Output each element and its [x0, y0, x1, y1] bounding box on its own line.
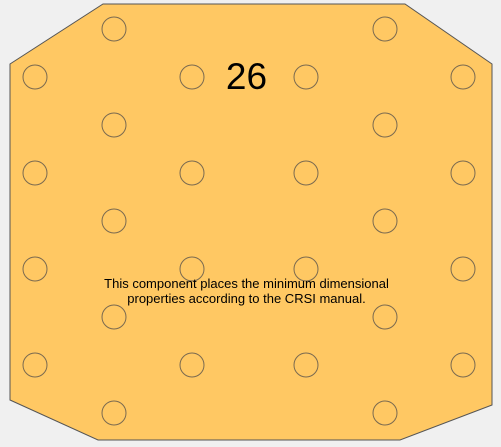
- description-line-1: This component places the minimum dimens…: [104, 276, 389, 291]
- rebar-circle-6: [450, 64, 476, 90]
- rebar-circle-15: [22, 256, 48, 282]
- rebar-circle-3: [22, 64, 48, 90]
- column-cross-section: [9, 3, 493, 441]
- rebar-circle-21: [22, 352, 48, 378]
- rebar-group: [22, 16, 476, 426]
- rebar-circle-2: [372, 16, 398, 42]
- rebar-circle-8: [372, 112, 398, 138]
- rebar-circle-11: [293, 160, 319, 186]
- rebar-circle-12: [450, 160, 476, 186]
- rebar-circle-14: [372, 208, 398, 234]
- description-line-2: properties according to the CRSI manual.: [127, 291, 366, 306]
- rebar-circle-26: [372, 400, 398, 426]
- rebar-circle-24: [450, 352, 476, 378]
- bar-size-label: 26: [225, 56, 268, 97]
- rebar-circle-9: [22, 160, 48, 186]
- rebar-circle-16: [179, 256, 205, 282]
- rebar-circle-18: [450, 256, 476, 282]
- description-text: This component places the minimum dimens…: [0, 276, 493, 306]
- rebar-circle-23: [293, 352, 319, 378]
- rebar-circle-22: [179, 352, 205, 378]
- rebar-circle-1: [101, 16, 127, 42]
- rebar-circle-13: [101, 208, 127, 234]
- rebar-circle-7: [101, 112, 127, 138]
- rebar-circle-5: [293, 64, 319, 90]
- rebar-circle-20: [372, 304, 398, 330]
- rebar-circle-25: [101, 400, 127, 426]
- rebar-circle-4: [179, 64, 205, 90]
- rebar-circle-19: [101, 304, 127, 330]
- rebar-circle-10: [179, 160, 205, 186]
- rebar-circle-17: [293, 256, 319, 282]
